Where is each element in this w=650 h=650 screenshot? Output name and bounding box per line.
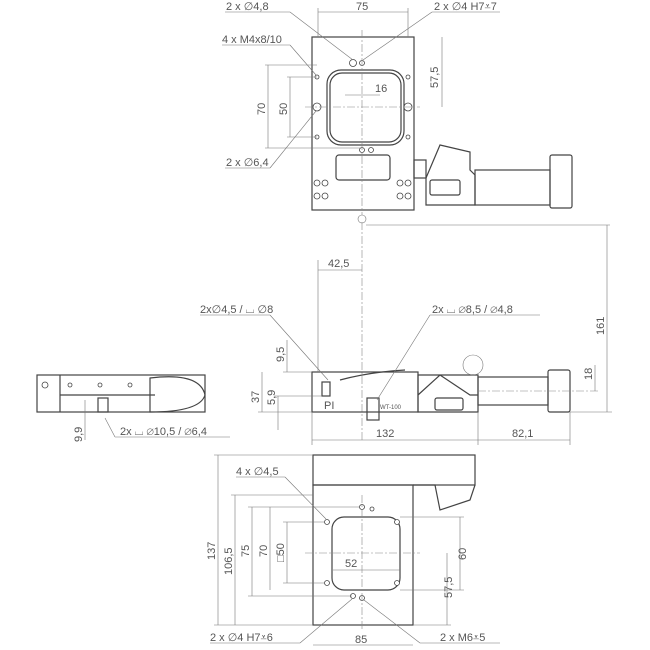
- dim-16: 16: [375, 83, 387, 95]
- pi-logo: PI: [324, 400, 334, 412]
- dim-square-50: □50: [275, 543, 287, 562]
- dim-50: 50: [278, 103, 290, 115]
- dim-85: 85: [355, 634, 367, 646]
- label-pins-h7: 2 x ∅4 H7⩡7: [434, 1, 497, 13]
- dim-132: 132: [376, 428, 394, 440]
- stage-body-bottom: [312, 484, 414, 626]
- label-cbore-10-5: 2x ⌴ ∅10,5 / ∅6,4: [120, 426, 207, 438]
- dim-60: 60: [457, 548, 469, 560]
- model-label: WT-100: [380, 405, 402, 411]
- label-threads-m4: 4 x M4x8/10: [222, 34, 282, 46]
- dim-82-1: 82,1: [512, 428, 533, 440]
- label-holes-4-8: 2 x ∅4,8: [226, 1, 269, 13]
- dim-42-5: 42,5: [328, 258, 349, 270]
- dim-57-5-bottom: 57,5: [443, 577, 455, 598]
- dim-37: 37: [250, 391, 262, 403]
- label-threads-m6: 2 x M6⩡5: [440, 632, 485, 644]
- side-view: PI WT-100 42,5 2x∅4,5 / ⌴ ∅8 2x ⌴ ∅8,5 /…: [200, 214, 612, 445]
- dim-137: 137: [206, 542, 218, 560]
- label-cbore-8-5: 2x ⌴ ∅8,5 / ∅4,8: [432, 304, 513, 316]
- top-plate: [312, 454, 476, 486]
- aperture-bottom: [331, 516, 401, 591]
- label-cbore-4-5: 2x∅4,5 / ⌴ ∅8: [200, 304, 273, 316]
- top-view: 75 57,5 70 50 16 2 x ∅4,8 2 x ∅4 H7⩡7 4 …: [222, 1, 573, 215]
- dim-70: 70: [256, 103, 268, 115]
- dim-5-9: 5,9: [266, 390, 278, 405]
- aperture: [326, 69, 405, 146]
- dim-75-vertical: 75: [240, 545, 252, 557]
- dim-161: 161: [595, 317, 607, 335]
- dim-70-bottom: 70: [258, 545, 270, 557]
- motor: [474, 169, 551, 206]
- label-holes-4-5: 4 x ∅4,5: [236, 466, 279, 478]
- motor-end: [149, 376, 206, 413]
- connector-housing: [425, 144, 476, 206]
- dim-52: 52: [345, 558, 357, 570]
- stage-body-end: [36, 374, 206, 413]
- end-view: 9,9 2x ⌴ ∅10,5 / ∅6,4: [36, 374, 230, 442]
- bottom-view: 137 106,5 75 70 □50 52 60 57,5 85 4 x ∅4…: [206, 454, 500, 646]
- connector-block: [417, 374, 479, 413]
- sub-d-connector: [434, 397, 464, 411]
- stage-body-top: [311, 36, 415, 211]
- dim-106-5: 106,5: [223, 547, 235, 575]
- cover-plate: [335, 154, 391, 181]
- label-holes-6-4: 2 x ∅6,4: [226, 157, 269, 169]
- dim-75: 75: [356, 1, 368, 13]
- knob: [549, 154, 573, 209]
- label-pins-h7-6: 2 x ∅4 H7⩡6: [210, 632, 273, 644]
- dim-9-5: 9,5: [275, 347, 287, 362]
- dim-9-9: 9,9: [73, 427, 85, 442]
- dim-18: 18: [583, 368, 595, 380]
- dim-57-5: 57,5: [429, 67, 441, 88]
